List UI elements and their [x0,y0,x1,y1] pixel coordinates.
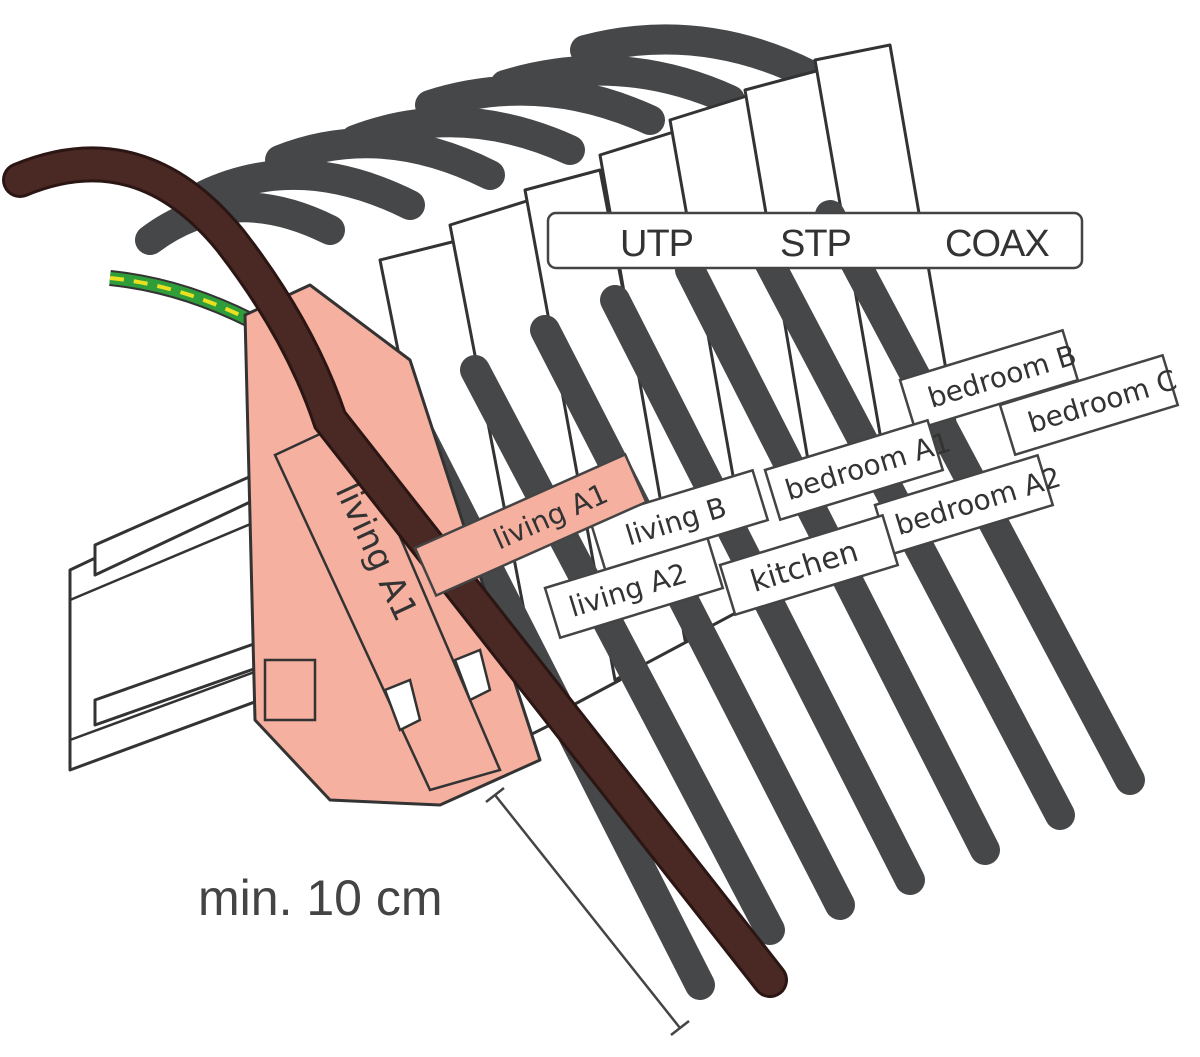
brown-cable [2,146,788,998]
coax-label: COAX [945,223,1049,265]
din-rail [68,468,267,772]
dimension-line: min. 10 cm [198,787,690,1036]
ground-wire [109,270,254,328]
cable-type-header: UTP STP COAX [546,211,1084,270]
utp-label: UTP [620,223,693,265]
stp-label: STP [780,223,851,265]
incoming-cables [135,24,825,255]
dimension-label: min. 10 cm [198,870,443,926]
